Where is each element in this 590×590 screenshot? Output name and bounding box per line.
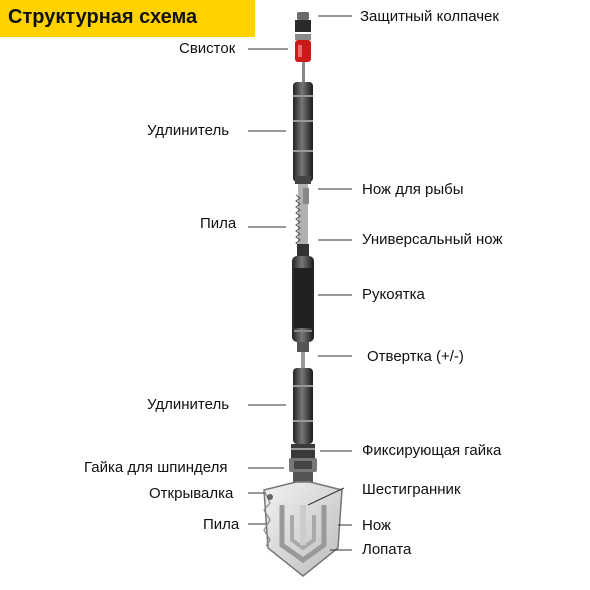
label-opener: Открывалка: [149, 485, 234, 502]
saw-knife-section: [295, 184, 309, 256]
shovel-blade: [263, 481, 343, 577]
label-lock-nut: Фиксирующая гайка: [362, 442, 502, 459]
label-whistle: Свисток: [179, 40, 236, 57]
title-banner: Структурная схема: [0, 0, 255, 37]
label-universal-knife: Универсальный нож: [362, 231, 503, 248]
label-saw-1: Пила: [200, 215, 237, 232]
label-fish-knife: Нож для рыбы: [362, 181, 464, 198]
label-saw-2: Пила: [203, 516, 240, 533]
lock-nut: [291, 444, 315, 458]
label-handle: Рукоятка: [362, 286, 425, 303]
label-extender-1: Удлинитель: [147, 122, 230, 139]
spindle-nut: [289, 458, 317, 484]
label-hexagon: Шестигранник: [362, 481, 461, 498]
label-spindle-nut: Гайка для шпинделя: [84, 459, 228, 476]
leader-lines: [248, 15, 352, 551]
label-extender-2: Удлинитель: [147, 396, 230, 413]
handle: [292, 256, 314, 352]
label-knife: Нож: [362, 517, 392, 534]
diagram-title: Структурная схема: [8, 6, 198, 28]
screwdriver: [301, 352, 305, 368]
whistle: [295, 34, 311, 82]
protective-cap: [295, 12, 311, 32]
extender-1: [293, 82, 313, 184]
label-shovel: Лопата: [362, 541, 412, 558]
label-cap: Защитный колпачек: [360, 8, 499, 25]
label-screwdriver: Отвертка (+/-): [367, 348, 464, 365]
extender-2: [293, 368, 313, 444]
leader-hexagon: [307, 487, 345, 506]
